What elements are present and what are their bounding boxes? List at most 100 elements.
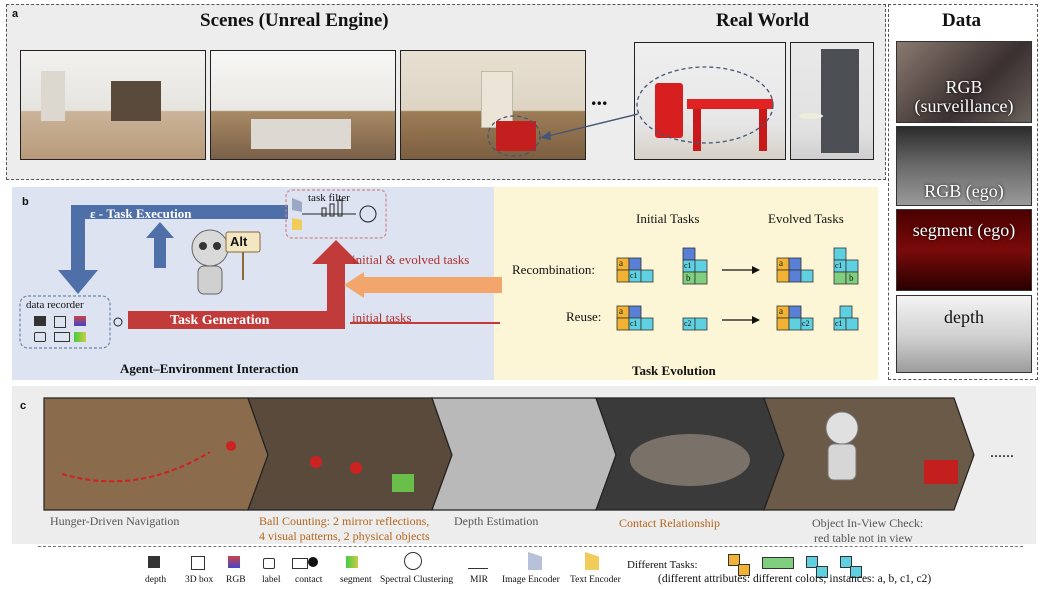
real-to-sim-arrow (547, 113, 639, 137)
legend-block (816, 566, 828, 578)
bed (630, 434, 750, 486)
block-letter-c1: c1 (630, 271, 638, 280)
recombination-label: Recombination: (512, 262, 596, 277)
caption-depth-estimation: Depth Estimation (454, 514, 539, 528)
spectral-clustering-icon (404, 552, 422, 570)
scene-door (41, 71, 65, 121)
sim-table-highlight (487, 115, 541, 157)
legend-depth: depth (145, 575, 167, 585)
scene-image-2 (210, 50, 396, 160)
data-tile-rgb-ego: RGB (ego) (896, 126, 1032, 206)
legend-segment: segment (340, 575, 372, 585)
mir-bar (321, 207, 327, 217)
real-world-title: Real World (716, 10, 810, 31)
panel-c-label: c (20, 400, 27, 412)
data-tile-label: RGB (surveillance) (914, 77, 1014, 116)
panel-a-label: a (12, 8, 19, 20)
mir-bar (329, 203, 335, 217)
block (694, 317, 708, 331)
block-letter-a: a (779, 306, 783, 316)
legend-contact: contact (295, 575, 323, 585)
combine-node (113, 317, 123, 327)
reuse-label: Reuse: (566, 309, 602, 324)
legend-label: label (262, 575, 281, 585)
robot-head (825, 411, 859, 445)
task-evolution-title: Task Evolution (632, 363, 716, 378)
label-icon (263, 558, 275, 569)
text-encoder-icon (585, 552, 599, 570)
data-tile-label: RGB (ego) (924, 180, 1004, 201)
task-execution-arrow (71, 205, 238, 280)
evolved-tasks-arrow (362, 277, 502, 293)
block-letter-b: b (686, 273, 691, 283)
navigation-path (61, 451, 211, 483)
block-letter-a: a (619, 306, 623, 316)
round-table (799, 113, 823, 119)
data-tile-rgb-surveillance: RGB (surveillance) (896, 41, 1032, 123)
red-table (924, 460, 958, 484)
data-title: Data (942, 10, 982, 31)
caption-object-in-view-1: Object In-View Check: (812, 516, 924, 530)
block-letter-b: b (849, 273, 854, 283)
legend-mir: MIR (470, 575, 488, 585)
task-generation-label: Task Generation (170, 313, 270, 328)
block-c2 (800, 317, 814, 331)
evolved-arrow-head (344, 272, 364, 298)
rgb-icon (74, 316, 86, 326)
block-letter-c2: c2 (802, 319, 810, 328)
block-letter-c2: c2 (684, 319, 692, 328)
ball (226, 441, 236, 451)
scenes-ellipsis: ... (591, 85, 608, 110)
task-generation-arrow (128, 262, 345, 329)
block (845, 317, 859, 331)
segment-icon (74, 332, 86, 342)
real-photo-door (790, 42, 874, 160)
block-letter-c1: c1 (630, 319, 638, 328)
arrow-head (540, 131, 551, 140)
legend-block-c2 (840, 556, 852, 568)
mir-icon (468, 556, 488, 569)
block-letter-a: a (779, 258, 783, 268)
data-tile-label: segment (ego) (912, 219, 1016, 240)
caption-hunger-navigation: Hunger-Driven Navigation (50, 514, 180, 528)
caption-ball-counting-2: 4 visual patterns, 2 physical objects (259, 529, 430, 543)
legend-block-c1 (806, 556, 818, 568)
robot-eye (213, 242, 221, 250)
red-chair (655, 83, 683, 138)
legend-spectral-clustering: Spectral Clustering (380, 575, 454, 585)
scene-sofa (251, 119, 351, 149)
real-photo-red-table (634, 42, 786, 160)
legend-block (738, 564, 750, 576)
caption-ball-counting-1: Ball Counting: 2 mirror reflections, (259, 514, 430, 528)
scene-image-3 (400, 50, 586, 160)
panel-b-label: b (22, 196, 29, 208)
spectral-clustering-icon (359, 205, 377, 223)
depth-icon (148, 556, 160, 568)
filmstrip-ellipsis: ...... (990, 444, 1014, 461)
ball (350, 462, 362, 474)
legend-text-encoder: Text Encoder (570, 575, 621, 585)
block-letter-c1: c1 (835, 261, 843, 270)
frame-object-in-view (763, 397, 975, 511)
block (640, 317, 654, 331)
different-tasks-note: (different attributes: different colors;… (658, 573, 932, 585)
contact-icon (292, 558, 308, 569)
robot-eye (199, 242, 207, 250)
scene-image-1 (20, 50, 206, 160)
image-encoder-icon (292, 198, 302, 212)
scenes-title: Scenes (Unreal Engine) (200, 10, 389, 31)
mir-bar (337, 199, 343, 217)
red-table-top (687, 99, 773, 109)
different-tasks-label: Different Tasks: (627, 559, 698, 571)
real-table-highlight (636, 66, 774, 144)
legend-image-encoder: Image Encoder (502, 575, 560, 585)
data-recorder-box (19, 295, 111, 349)
green-box (392, 474, 414, 492)
frame-depth-estimation (431, 397, 617, 511)
block-b (845, 271, 859, 285)
text-encoder-icon (292, 218, 302, 230)
